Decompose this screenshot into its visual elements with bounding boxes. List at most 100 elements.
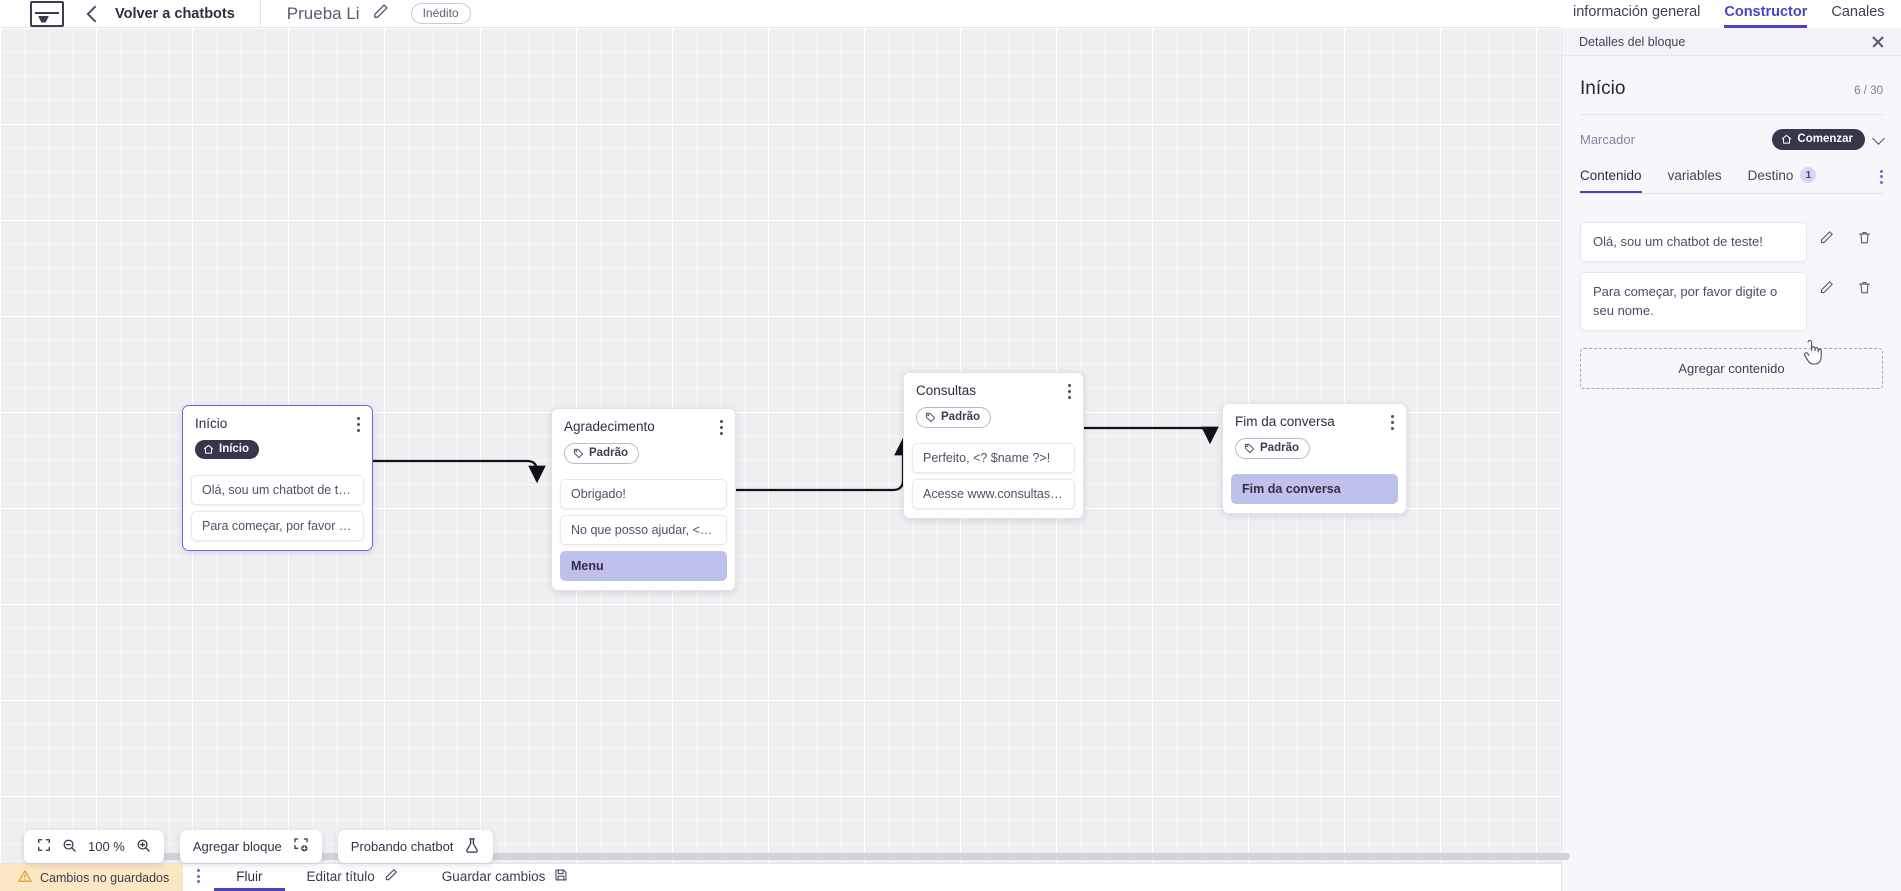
flow-edges	[373, 426, 1219, 492]
unsaved-changes-label: Cambios no guardados	[40, 870, 170, 885]
node-tag-label: Início	[219, 443, 250, 455]
content-list: Olá, sou um chatbot de teste! Para começ…	[1580, 194, 1883, 389]
node-title: Fim da conversa	[1235, 414, 1335, 429]
edge-agradecimento-consultas	[736, 437, 912, 492]
test-chatbot-label: Probando chatbot	[350, 839, 454, 854]
content-text[interactable]: Para começar, por favor digite o seu nom…	[1580, 271, 1807, 331]
panel-tab-destino[interactable]: Destino 1	[1748, 163, 1817, 193]
node-menu-icon[interactable]	[720, 420, 724, 438]
panel-header: Detalles del bloque	[1562, 28, 1901, 56]
publish-status-badge: Inédito	[410, 3, 471, 24]
node-message[interactable]: Acesse www.consultas.com par...	[912, 479, 1075, 509]
node-message-end[interactable]: Fim da conversa	[1231, 474, 1398, 504]
bottom-item-editar-titulo[interactable]: Editar título	[285, 864, 420, 891]
node-message[interactable]: No que posso ajudar, <? $name ...	[560, 515, 727, 545]
destino-count-badge: 1	[1800, 167, 1817, 183]
bottom-item-label: Guardar cambios	[441, 868, 546, 884]
canvas-horizontal-scrollbar[interactable]	[0, 853, 1570, 862]
close-icon[interactable]	[1871, 35, 1885, 49]
marker-badge-comenzar[interactable]: Comenzar	[1772, 129, 1865, 150]
scrollbar-thumb[interactable]	[155, 853, 1570, 860]
bottom-item-fluir[interactable]: Fluir	[214, 864, 285, 891]
node-tag-label: Padrão	[941, 411, 980, 423]
warning-icon	[18, 869, 32, 886]
edge-inicio-agradecimento	[373, 459, 546, 484]
home-icon	[1782, 134, 1792, 144]
node-title: Agradecimento	[564, 419, 655, 434]
zoom-controls-group: 100 %	[24, 830, 164, 863]
save-icon	[554, 868, 568, 885]
add-content-button[interactable]: Agregar contenido	[1580, 347, 1883, 389]
tag-icon	[573, 448, 584, 458]
chevron-down-icon[interactable]	[1872, 131, 1885, 145]
panel-body: Início 6 / 30 Marcador Comenzar	[1562, 56, 1901, 389]
unsaved-changes-indicator: Cambios no guardados	[0, 864, 184, 891]
add-content-label: Agregar contenido	[1678, 360, 1785, 376]
bottom-item-guardar-cambios[interactable]: Guardar cambios	[420, 864, 591, 891]
add-block-icon	[293, 837, 309, 856]
node-tag-label: Padrão	[1260, 442, 1299, 454]
back-to-chatbots-link[interactable]: Volver a chatbots	[115, 5, 235, 22]
fit-screen-icon[interactable]	[37, 838, 51, 855]
flow-node-inicio[interactable]: Início Início Olá, sou um chatbot de tes…	[182, 405, 373, 551]
node-message[interactable]: Para começar, por favor digite o ...	[191, 510, 364, 541]
app-logo-icon[interactable]	[30, 0, 64, 27]
tag-icon	[1244, 443, 1255, 453]
panel-tab-label: variables	[1667, 167, 1722, 183]
flow-node-fim-da-conversa[interactable]: Fim da conversa Padrão Fim da conversa	[1222, 403, 1407, 514]
node-tag-inicio: Início	[195, 440, 260, 459]
node-title: Consultas	[916, 383, 977, 398]
node-message[interactable]: Olá, sou um chatbot de teste!	[191, 474, 364, 505]
panel-tab-contenido[interactable]: Contenido	[1580, 164, 1642, 193]
panel-tabs-more-icon[interactable]	[1880, 169, 1883, 187]
content-edit-icon[interactable]	[1807, 272, 1845, 295]
tab-canales[interactable]: Canales	[1831, 4, 1885, 20]
flask-icon	[464, 837, 480, 857]
back-chevron-icon[interactable]	[86, 5, 104, 22]
node-menu-icon[interactable]	[1068, 384, 1072, 402]
test-chatbot-button[interactable]: Probando chatbot	[337, 830, 494, 863]
node-tag-padrao: Padrão	[564, 443, 639, 464]
flow-node-consultas[interactable]: Consultas Padrão Perfeito, <? $name ?>! …	[903, 372, 1084, 519]
node-body: Obrigado! No que posso ajudar, <? $name …	[552, 479, 735, 590]
node-tag-padrao: Padrão	[916, 407, 991, 428]
edit-title-pencil-icon[interactable]	[372, 3, 389, 25]
top-header-bar: Volver a chatbots Prueba Li Inédito	[0, 0, 1561, 28]
panel-header-title: Detalles del bloque	[1579, 34, 1686, 49]
content-delete-icon[interactable]	[1845, 222, 1883, 245]
panel-tabs: Contenido variables Destino 1	[1580, 163, 1883, 194]
node-menu-icon[interactable]	[357, 417, 361, 435]
zoom-level-label: 100 %	[88, 839, 125, 854]
content-edit-icon[interactable]	[1807, 222, 1845, 245]
node-message-menu[interactable]: Menu	[560, 551, 727, 581]
bottom-item-label: Fluir	[236, 868, 263, 884]
flow-node-agradecimento[interactable]: Agradecimento Padrão Obrigado! No que po…	[551, 408, 736, 591]
node-title: Início	[195, 416, 228, 431]
node-message[interactable]: Obrigado!	[560, 479, 727, 509]
tag-icon	[925, 412, 936, 422]
panel-tab-label: Destino	[1747, 167, 1794, 183]
tab-informacion-general[interactable]: información general	[1573, 4, 1701, 20]
content-delete-icon[interactable]	[1845, 272, 1883, 295]
tab-constructor[interactable]: Constructor	[1724, 4, 1808, 28]
right-tab-bar: información general Constructor Canales	[1561, 0, 1901, 28]
mouse-cursor-pointer-icon	[1802, 339, 1824, 371]
zoom-out-icon[interactable]	[62, 838, 77, 856]
content-text[interactable]: Olá, sou um chatbot de teste!	[1580, 222, 1807, 262]
canvas-toolbar: 100 % Agregar bloque Probando chatbot	[24, 830, 494, 863]
node-menu-icon[interactable]	[1391, 415, 1395, 433]
node-header: Agradecimento Padrão	[552, 409, 735, 473]
add-block-button[interactable]: Agregar bloque	[179, 830, 322, 863]
bottom-status-bar: Cambios no guardados Fluir Editar título…	[0, 863, 1561, 891]
flow-canvas[interactable]: Início Início Olá, sou um chatbot de tes…	[0, 28, 1561, 863]
marker-row: Marcador Comenzar	[1580, 115, 1885, 163]
pencil-icon	[384, 868, 398, 885]
node-tag-label: Padrão	[589, 447, 628, 459]
node-message[interactable]: Perfeito, <? $name ?>!	[912, 443, 1075, 473]
marker-label: Marcador	[1580, 132, 1635, 147]
bottom-more-icon[interactable]	[183, 864, 214, 891]
panel-title-row: Início 6 / 30	[1580, 56, 1883, 115]
panel-tab-variables[interactable]: variables	[1668, 164, 1722, 193]
zoom-in-icon[interactable]	[136, 838, 151, 856]
